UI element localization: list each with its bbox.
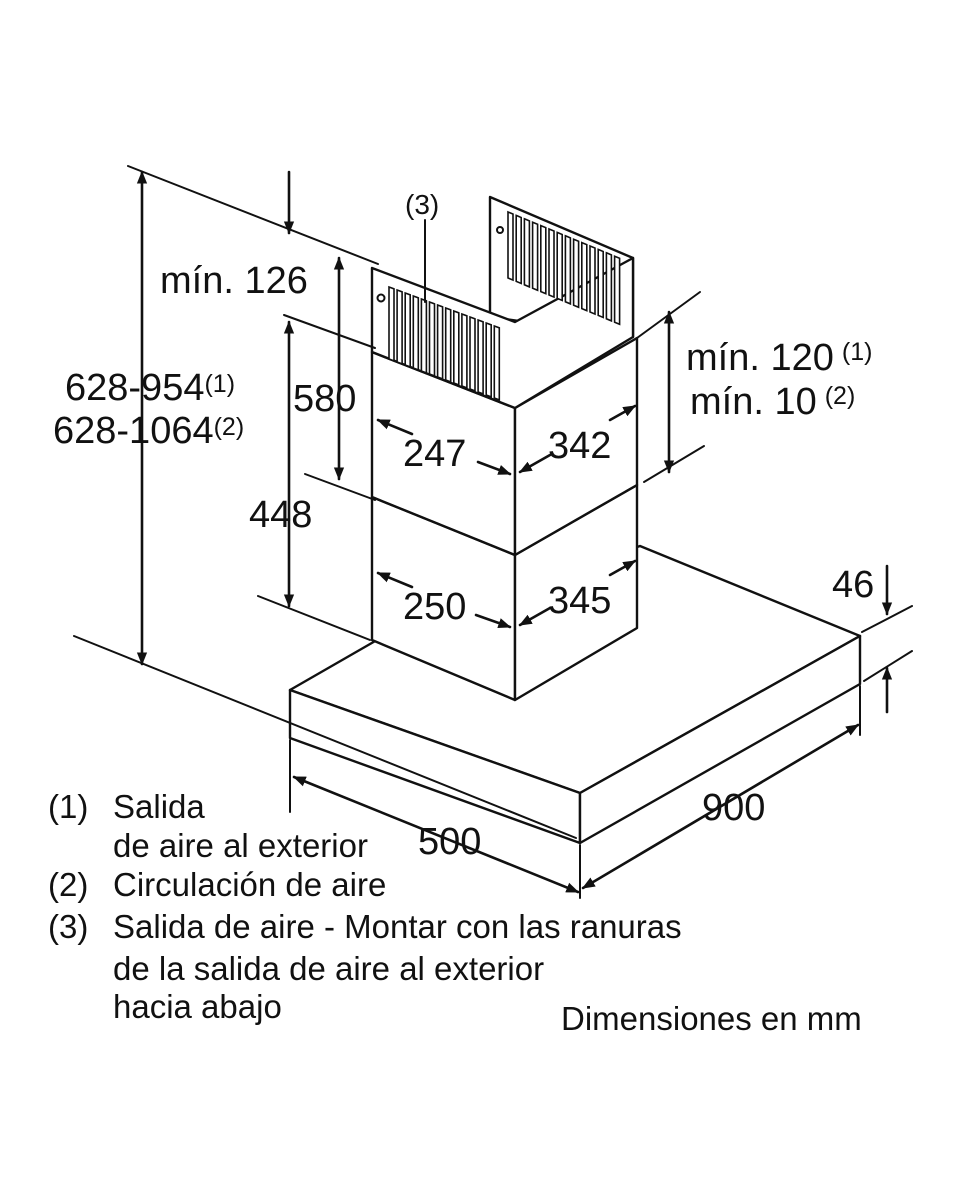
- vent-slot: [452, 309, 460, 387]
- vent-slot: [404, 291, 412, 369]
- vent-slot: [493, 324, 501, 402]
- dim-upper-depth-left: [518, 453, 552, 474]
- vent-slot: [548, 227, 555, 299]
- legend-1-line-2: de aire al exterior: [113, 827, 368, 864]
- hood-drawing: (3): [53, 165, 913, 899]
- label-min-top: mín. 126: [160, 260, 308, 302]
- legend-1-line-1: Salida: [113, 788, 205, 825]
- dim-lower-depth-left: [518, 606, 552, 627]
- vent-slot: [396, 288, 403, 366]
- dim-lower-width-right: [474, 613, 512, 629]
- legend-marker-1: (1): [48, 788, 88, 825]
- legend-marker-2: (2): [48, 866, 88, 903]
- label-upper-chimney-height: 580: [293, 378, 356, 420]
- label-lower-chimney-height: 448: [249, 494, 312, 536]
- vent-slot: [477, 318, 484, 396]
- label-min-right-1: mín. 120(1): [686, 337, 872, 379]
- vent-slot: [507, 210, 514, 282]
- slot-callout-label: (3): [405, 189, 439, 220]
- vent-slot: [485, 321, 493, 399]
- vent-slot: [523, 217, 531, 289]
- vent-slot: [461, 312, 468, 390]
- ext-canopy-bottom: [863, 650, 913, 682]
- label-lower-width: 250: [403, 586, 466, 628]
- telescopic-overlap-dashed-front: [371, 496, 516, 556]
- vent-slot: [444, 306, 452, 384]
- vent-slot: [564, 234, 572, 306]
- upper-chimney-right-face: [513, 336, 639, 557]
- telescopic-overlap-dashed-side: [514, 484, 638, 556]
- dim-upper-depth-right: [608, 404, 637, 422]
- vent-slot: [469, 315, 476, 393]
- label-canopy-thickness: 46: [832, 564, 874, 606]
- ext-lower-chimney-bottom: [257, 595, 371, 641]
- back-vent-slots: [507, 210, 621, 326]
- ext-canopy-top: [861, 605, 913, 633]
- vent-slot: [428, 300, 436, 378]
- legend: (1) Salida de aire al exterior (2) Circu…: [48, 788, 682, 1025]
- bracket-screw-hole-back: [496, 226, 504, 234]
- dim-canopy-depth: [292, 775, 580, 894]
- legend-3-line-1: Salida de aire - Montar con las ranuras: [113, 908, 682, 945]
- vent-slot: [613, 255, 621, 326]
- label-upper-depth: 342: [548, 425, 611, 467]
- mounting-bracket: (3): [370, 189, 635, 410]
- ext-upper-chimney-bottom: [304, 473, 376, 501]
- dim-upper-width-right: [476, 460, 512, 476]
- front-vent-slots: [388, 285, 501, 402]
- dimension-labels: 628-954(1) 628-1064(2) mín. 126 580 448 …: [53, 260, 874, 863]
- vent-slot: [515, 214, 523, 285]
- ext-right-bottom: [643, 445, 705, 483]
- bracket-screw-hole: [376, 293, 386, 303]
- dimension-lines: [136, 170, 893, 894]
- dim-lower-width-left: [376, 571, 414, 589]
- label-total-height-1: 628-954(1): [65, 367, 235, 409]
- legend-3-line-3: hacia abajo: [113, 988, 282, 1025]
- label-min-right-2: mín. 10(2): [690, 381, 855, 423]
- vent-slot: [572, 238, 580, 309]
- vent-slot: [539, 224, 547, 295]
- vent-slot: [605, 251, 613, 323]
- vent-slot: [420, 297, 428, 375]
- ext-top-ceiling: [127, 165, 379, 265]
- vent-slot: [589, 244, 596, 316]
- vent-slot: [388, 285, 395, 363]
- label-total-height-2: 628-1064(2): [53, 410, 244, 452]
- label-upper-width: 247: [403, 433, 466, 475]
- label-canopy-width: 900: [702, 787, 765, 829]
- vent-slot: [436, 303, 444, 381]
- dim-upper-width-left: [376, 418, 414, 436]
- units-note: Dimensiones en mm: [561, 1000, 862, 1037]
- vent-slot: [580, 241, 588, 312]
- dim-canopy-width: [581, 723, 860, 890]
- label-lower-depth: 345: [548, 580, 611, 622]
- legend-marker-3: (3): [48, 908, 88, 945]
- vent-slot: [412, 294, 420, 372]
- vent-slot: [556, 231, 564, 302]
- legend-2-line-1: Circulación de aire: [113, 866, 386, 903]
- ext-upper-chimney-top: [283, 314, 376, 349]
- vent-slot: [531, 221, 539, 292]
- label-canopy-depth: 500: [418, 821, 481, 863]
- vent-slot: [597, 248, 605, 319]
- legend-3-line-2: de la salida de aire al exterior: [113, 950, 544, 987]
- dim-lower-depth-right: [608, 559, 637, 577]
